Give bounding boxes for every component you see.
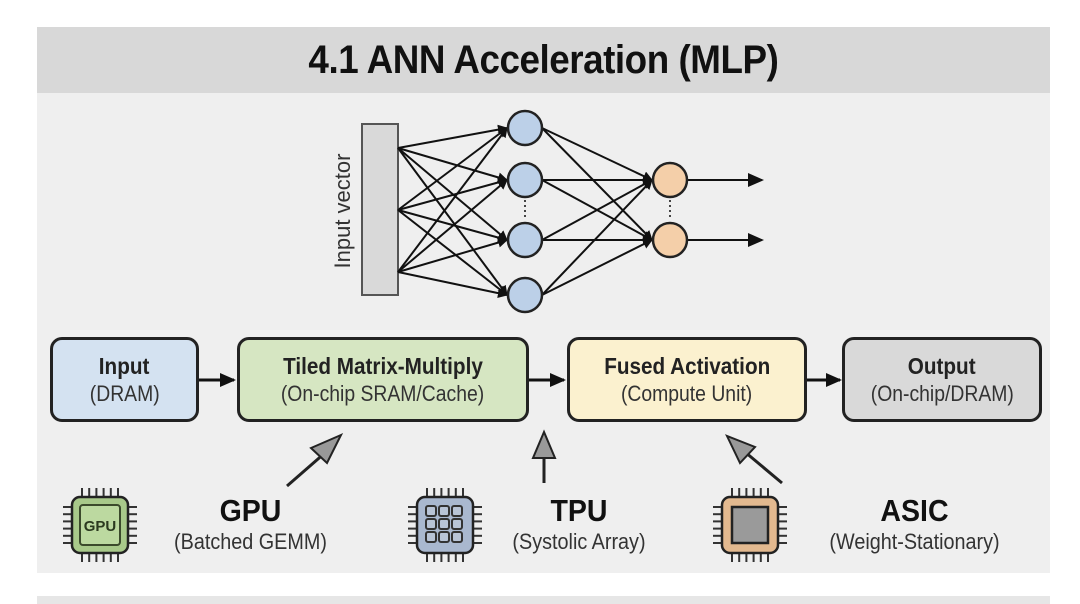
input-to-hidden-edge xyxy=(397,237,508,273)
systolic-cell xyxy=(451,505,463,517)
hidden-to-output-edge xyxy=(541,179,653,296)
pipeline-box-input: Input (DRAM) xyxy=(50,337,199,422)
title-bar: 4.1 ANN Acceleration (MLP) xyxy=(37,27,1050,93)
hidden-to-output-edge xyxy=(541,127,653,241)
hardware-description: (Batched GEMM) xyxy=(174,529,327,554)
chip-die xyxy=(730,505,770,545)
diagram-title: 4.1 ANN Acceleration (MLP) xyxy=(308,37,779,82)
hardware-name: ASIC xyxy=(880,493,949,528)
hidden-neuron xyxy=(506,221,544,259)
systolic-cell xyxy=(451,531,463,543)
input-to-hidden-edge xyxy=(397,127,508,211)
next-panel-edge xyxy=(37,596,1050,604)
hidden-neuron xyxy=(506,161,544,199)
asic-chip-icon xyxy=(713,488,787,562)
output-neuron xyxy=(651,161,689,199)
input-vector-label: Input vector xyxy=(330,153,355,269)
input-to-hidden-edge xyxy=(397,177,508,211)
hardware-description: (Weight-Stationary) xyxy=(829,529,1000,554)
input-to-hidden-edge xyxy=(397,124,508,149)
gpu-chip-icon: GPU xyxy=(63,488,137,562)
pipeline-box-title: Tiled Matrix-Multiply xyxy=(283,352,483,379)
output-neuron xyxy=(651,221,689,259)
input-to-hidden-edge xyxy=(397,127,508,273)
hidden-neuron xyxy=(506,109,544,147)
pipeline-box-tiled-matmul: Tiled Matrix-Multiply (On-chip SRAM/Cach… xyxy=(237,337,529,422)
hidden-to-output-edge xyxy=(541,127,653,181)
hidden-neuron xyxy=(506,276,544,314)
input-to-hidden-edge xyxy=(397,209,508,296)
hidden-to-output-edge xyxy=(541,179,653,241)
pipeline-box-subtitle: (On-chip SRAM/Cache) xyxy=(281,380,485,406)
hardware-asic: ASIC (Weight-Stationary) xyxy=(797,494,1032,556)
systolic-cell xyxy=(451,518,463,530)
hardware-gpu: GPU (Batched GEMM) xyxy=(148,494,353,556)
network-nodes xyxy=(506,109,689,314)
systolic-cell xyxy=(438,518,450,530)
tpu-pointer-arrow xyxy=(531,429,557,483)
hardware-name: GPU xyxy=(219,493,282,528)
pipeline-box-subtitle: (On-chip/DRAM) xyxy=(870,380,1014,406)
pipeline-box-title: Input xyxy=(99,352,150,379)
hardware-tpu: TPU (Systolic Array) xyxy=(488,494,670,556)
systolic-cell xyxy=(438,505,450,517)
systolic-cell xyxy=(438,531,450,543)
gpu-pointer-arrow xyxy=(286,432,344,488)
hardware-name: TPU xyxy=(550,493,608,528)
hardware-description: (Systolic Array) xyxy=(512,529,646,554)
systolic-cell xyxy=(425,531,437,543)
chip-die xyxy=(79,504,121,546)
pipeline-box-title: Fused Activation xyxy=(603,352,770,379)
pipeline-box-output: Output (On-chip/DRAM) xyxy=(842,337,1042,422)
gpu-chip-label: GPU xyxy=(84,518,117,535)
pipeline-box-subtitle: (DRAM) xyxy=(89,380,160,406)
systolic-cell xyxy=(425,505,437,517)
systolic-cell xyxy=(425,518,437,530)
pipeline-box-fused-activation: Fused Activation (Compute Unit) xyxy=(567,337,807,422)
pipeline-box-subtitle: (Compute Unit) xyxy=(621,380,753,406)
input-to-hidden-edge xyxy=(397,147,508,183)
input-vector-bar xyxy=(361,123,399,296)
input-to-hidden-edge xyxy=(397,271,508,299)
asic-pointer-arrow xyxy=(724,434,783,485)
input-to-hidden-edge xyxy=(397,147,508,296)
hidden-to-output-edge xyxy=(541,239,653,296)
network-edges xyxy=(397,124,764,299)
input-to-hidden-edge xyxy=(397,179,508,273)
pipeline-box-title: Output xyxy=(908,352,976,379)
tpu-chip-icon xyxy=(408,488,482,562)
